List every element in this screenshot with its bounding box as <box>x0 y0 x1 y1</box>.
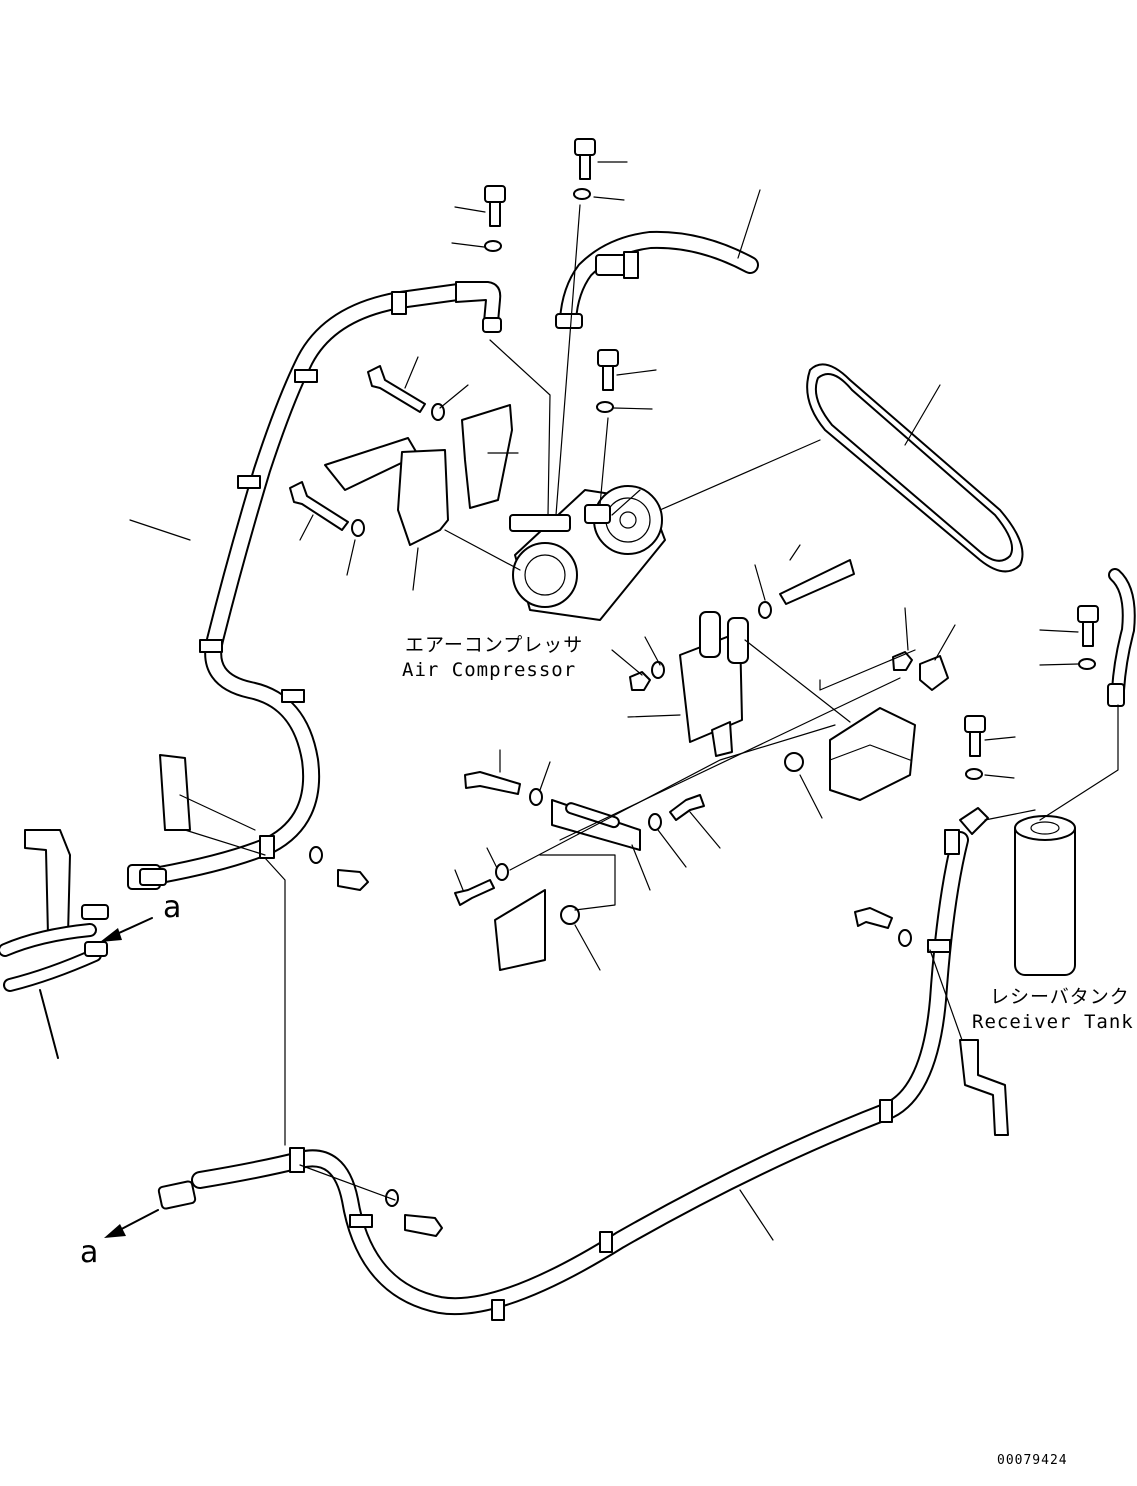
receiver-tank-label-jp: レシーバタンク <box>990 986 1130 1008</box>
air-compressor-label-jp: エアーコンプレッサ <box>405 634 584 656</box>
ref-label-a-upper: a <box>163 890 182 925</box>
lower-bracket <box>494 889 546 971</box>
air-compressor-label-en: Air Compressor <box>402 659 577 681</box>
ref-label-a-lower: a <box>80 1235 99 1270</box>
left-bracket <box>159 754 191 831</box>
leader-lines <box>129 161 1119 1241</box>
right-bracket <box>959 1039 1009 1136</box>
receiver-tank <box>1014 815 1076 976</box>
receiver-line <box>1107 568 1136 707</box>
drive-belt <box>806 363 1024 573</box>
receiver-tank-label-en: Receiver Tank <box>972 1011 1134 1033</box>
lower-hose <box>157 807 989 1321</box>
suction-hose <box>127 281 502 890</box>
left-fittings <box>0 829 109 1059</box>
washers <box>309 188 1096 1207</box>
tensioner-block <box>829 707 916 801</box>
discharge-hose-top <box>555 230 759 329</box>
ref-arrow-lower <box>104 1209 159 1238</box>
compressor-bracket-upper <box>324 404 513 546</box>
ref-arrow-upper <box>100 917 153 942</box>
compressor-mount-bracket <box>679 611 749 757</box>
document-number: 00079424 <box>997 1453 1068 1468</box>
air-compressor <box>509 485 666 621</box>
bolts <box>289 138 1099 1237</box>
